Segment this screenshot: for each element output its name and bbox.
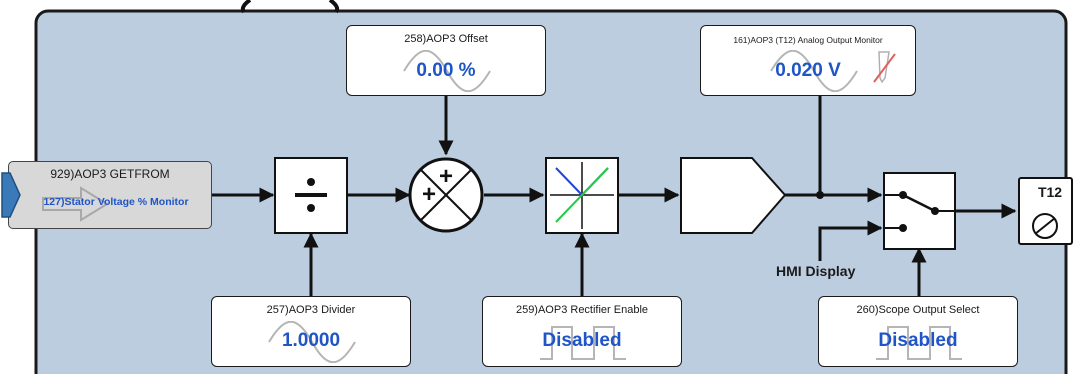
monitor-parameter-box[interactable]: 161)AOP3 (T12) Analog Output Monitor 0.0…	[700, 25, 916, 96]
monitor-value: 0.020 V	[775, 60, 841, 81]
signal-wires	[212, 96, 1017, 296]
offset-value: 0.00 %	[416, 60, 476, 81]
cropped-title-glyph	[240, 0, 252, 14]
junction-dot	[816, 191, 824, 199]
division-icon	[274, 157, 348, 234]
cropped-title-glyph	[328, 0, 340, 14]
amplifier-icon	[680, 157, 787, 234]
summing-junction-icon: + +	[408, 157, 484, 233]
rectifier-value: Disabled	[542, 330, 622, 351]
sine-wave-icon	[403, 50, 491, 92]
getfrom-name: 929)AOP3 GETFROM	[50, 167, 170, 181]
switch-icon	[883, 172, 956, 250]
offset-parameter-box[interactable]: 258)AOP3 Offset 0.00 %	[346, 25, 546, 96]
divider-name: 257)AOP3 Divider	[266, 304, 356, 316]
hmi-display-label: HMI Display	[776, 263, 856, 279]
rectifier-icon	[545, 157, 619, 234]
square-wave-icon	[876, 326, 962, 360]
svg-text:+: +	[439, 163, 453, 190]
rectifier-parameter-box[interactable]: 259)AOP3 Rectifier Enable Disabled	[482, 296, 682, 367]
getfrom-value: 127)Stator Voltage % Monitor	[43, 196, 189, 208]
terminal-label: T12	[1037, 184, 1063, 200]
scope-parameter-box[interactable]: 260)Scope Output Select Disabled	[818, 296, 1018, 367]
input-connector-icon	[1, 172, 21, 218]
divider-parameter-box[interactable]: 257)AOP3 Divider 1.0000	[211, 296, 411, 367]
divider-value: 1.0000	[281, 330, 341, 351]
scope-value: Disabled	[878, 330, 958, 351]
read-only-pencil-icon	[873, 51, 896, 84]
square-wave-icon	[540, 326, 626, 360]
svg-text:+: +	[422, 181, 436, 208]
monitor-name: 161)AOP3 (T12) Analog Output Monitor	[733, 35, 883, 45]
terminal-screw-icon	[1018, 177, 1073, 245]
getfrom-block[interactable]: 929)AOP3 GETFROM 127)Stator Voltage % Mo…	[8, 161, 212, 229]
offset-name: 258)AOP3 Offset	[404, 33, 488, 45]
rectifier-name: 259)AOP3 Rectifier Enable	[515, 304, 649, 316]
right-arrow-icon	[42, 186, 109, 222]
sine-wave-icon	[770, 50, 858, 92]
sine-wave-icon	[268, 321, 356, 363]
scope-name: 260)Scope Output Select	[856, 304, 980, 316]
